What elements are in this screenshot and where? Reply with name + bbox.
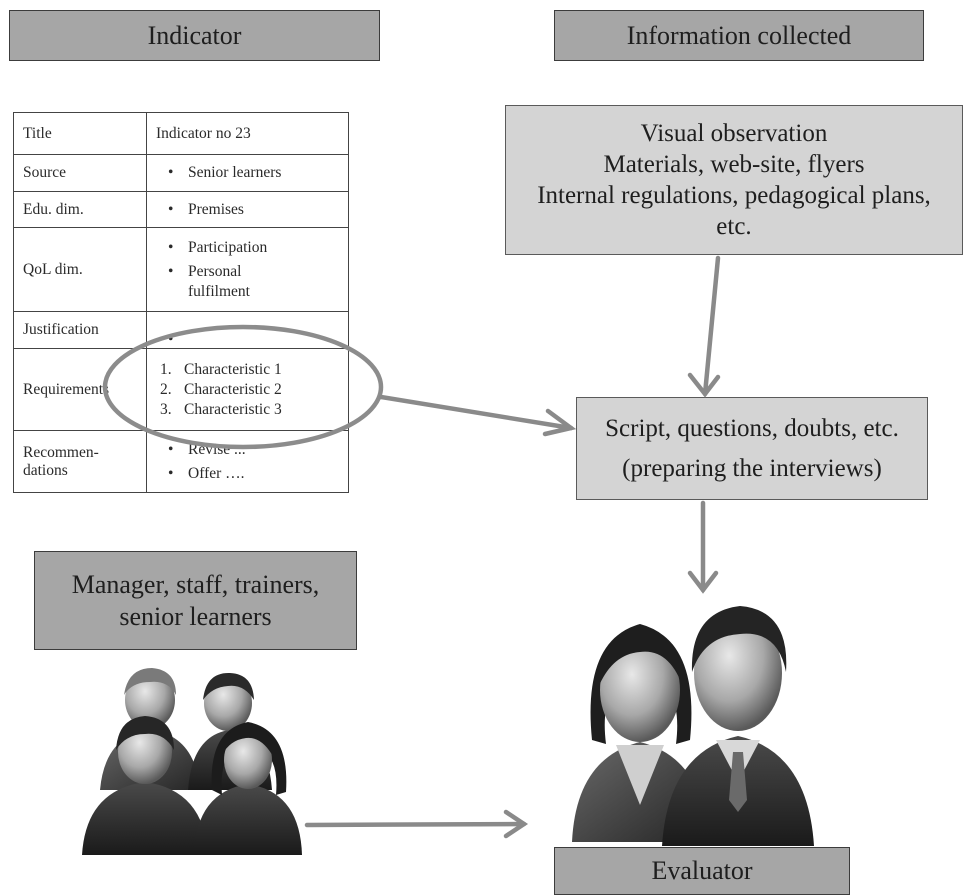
arrow-info-to-script [687, 255, 721, 398]
list-item: Premises [168, 200, 339, 220]
evaluator-label: Evaluator [651, 856, 753, 886]
info-line: Visual observation [640, 119, 828, 147]
list-item: Offer …. [168, 464, 339, 484]
table-row-label: Edu. dim. [13, 191, 147, 228]
list-item-text: Characteristic 3 [184, 400, 282, 418]
script-box: Script, questions, doubts, etc. (prepari… [576, 397, 928, 500]
script-line: Script, questions, doubts, etc. [605, 415, 899, 443]
stakeholders-box: Manager, staff, trainers, senior learner… [34, 551, 357, 650]
stakeholders-line: senior learners [119, 601, 272, 631]
arrow-requirements-to-script [378, 394, 577, 437]
list-item: 2.Characteristic 2 [160, 380, 282, 398]
arrow-group-to-evaluator [304, 809, 529, 839]
table-row: Title Indicator no 23 [13, 112, 349, 155]
list-item-text: Characteristic 1 [184, 360, 282, 378]
list-item: Participation [168, 238, 339, 258]
information-sources-box: Visual observation Materials, web-site, … [505, 105, 963, 255]
table-row: Source Senior learners [13, 154, 349, 192]
two-people-icon [572, 606, 814, 846]
info-line: Internal regulations, pedagogical plans, [537, 182, 931, 209]
list-item: 3.Characteristic 3 [160, 400, 282, 418]
indicator-table: Title Indicator no 23 Source Senior lear… [13, 112, 349, 493]
table-row-label: QoL dim. [13, 227, 147, 312]
arrow-script-to-evaluator [687, 500, 719, 594]
info-line: Materials, web-site, flyers [603, 150, 865, 178]
list-item: Senior learners [168, 163, 339, 183]
table-row: QoL dim. Participation Personal fulfilme… [13, 227, 349, 312]
table-row: Edu. dim. Premises [13, 191, 349, 228]
requirements-highlight-ellipse [102, 324, 384, 450]
information-collected-header: Information collected [554, 10, 924, 61]
information-collected-header-label: Information collected [626, 20, 852, 50]
info-line: etc. [716, 213, 752, 241]
table-row: Requirements 1.Characteristic 1 2.Charac… [13, 348, 349, 431]
indicator-header-label: Indicator [147, 20, 242, 50]
list-item: 1.Characteristic 1 [160, 360, 282, 378]
script-line: (preparing the interviews) [622, 454, 882, 482]
table-row: Recommen-dations Revise ... Offer …. [13, 430, 349, 493]
list-item-text: Characteristic 2 [184, 380, 282, 398]
table-row-label: Title [13, 112, 147, 155]
stakeholders-line: Manager, staff, trainers, [71, 569, 320, 599]
group-of-people-icon [82, 668, 302, 855]
table-row-label: Source [13, 154, 147, 192]
indicator-header: Indicator [9, 10, 380, 61]
table-row-value: Indicator no 23 [146, 112, 349, 155]
evaluator-label-box: Evaluator [554, 847, 850, 895]
list-item: Personal fulfilment [168, 262, 278, 302]
